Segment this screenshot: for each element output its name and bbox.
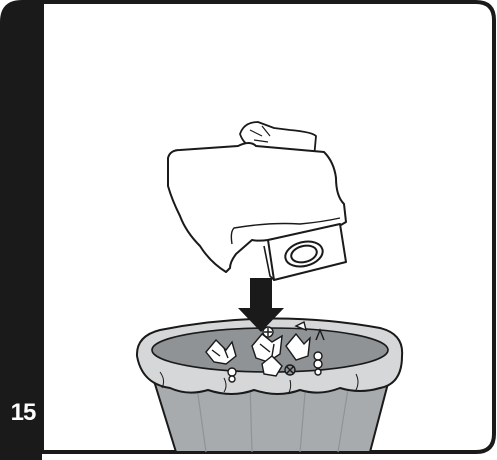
step-number: 15: [6, 398, 40, 428]
waste-bin-icon: [137, 318, 402, 452]
